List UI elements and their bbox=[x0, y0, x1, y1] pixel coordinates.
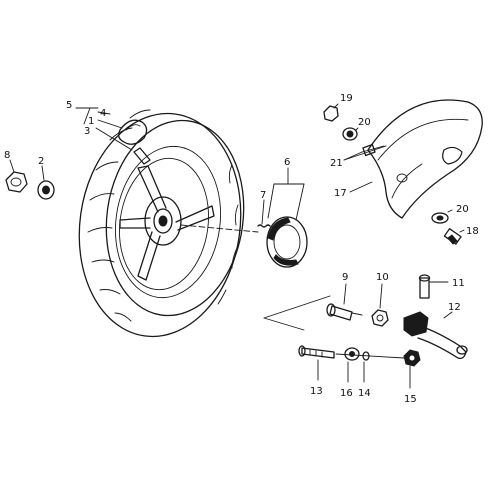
brake-arm-part-12 bbox=[403, 311, 468, 360]
callout-labels: 5 1 4 3 8 2 6 7 19 20 21 17 20 18 9 10 1… bbox=[4, 93, 479, 405]
rear-wheel-tire bbox=[78, 109, 259, 338]
grommet-part-21 bbox=[343, 143, 387, 161]
callout-16: 16 bbox=[340, 388, 353, 399]
callout-17: 17 bbox=[334, 188, 347, 199]
bolt-part-13 bbox=[298, 345, 335, 381]
callout-12: 12 bbox=[448, 302, 461, 313]
callout-18: 18 bbox=[466, 226, 479, 237]
callout-11: 11 bbox=[452, 278, 465, 289]
shaft-part-9 bbox=[326, 283, 363, 321]
leader-lines-valve bbox=[75, 107, 133, 151]
callout-15: 15 bbox=[404, 394, 417, 405]
nut-part-10 bbox=[371, 283, 389, 327]
bolt-part-18 bbox=[443, 228, 465, 245]
collar-part-2 bbox=[37, 165, 55, 200]
callout-14: 14 bbox=[358, 388, 371, 399]
nut-part-15 bbox=[403, 349, 421, 389]
callout-10: 10 bbox=[376, 272, 389, 283]
washer-part-20-top bbox=[342, 127, 359, 141]
bolt-part-19 bbox=[323, 103, 339, 122]
washer-part-16 bbox=[344, 347, 360, 383]
brake-spring-part-7 bbox=[257, 199, 271, 228]
callout-5: 5 bbox=[66, 100, 72, 111]
callout-2: 2 bbox=[38, 156, 44, 167]
callout-1: 1 bbox=[88, 116, 94, 127]
callout-3: 3 bbox=[84, 126, 90, 137]
axle-nut-part-8 bbox=[5, 159, 28, 193]
callout-21: 21 bbox=[330, 158, 343, 169]
washer-part-20-lower bbox=[431, 209, 453, 224]
callout-9: 9 bbox=[342, 272, 348, 283]
callout-8: 8 bbox=[4, 150, 10, 161]
callout-6: 6 bbox=[284, 157, 290, 168]
rear-fender-part-17 bbox=[349, 99, 483, 219]
callout-13: 13 bbox=[310, 386, 323, 397]
callout-4: 4 bbox=[100, 108, 106, 119]
callout-20-top: 20 bbox=[358, 117, 371, 128]
callout-19: 19 bbox=[340, 93, 353, 104]
washer-part-14 bbox=[362, 351, 370, 383]
callout-20-lower: 20 bbox=[456, 204, 469, 215]
bolt-part-11 bbox=[418, 274, 449, 299]
brake-shoe-assembly-part-6 bbox=[266, 167, 308, 268]
callout-7: 7 bbox=[260, 190, 266, 201]
